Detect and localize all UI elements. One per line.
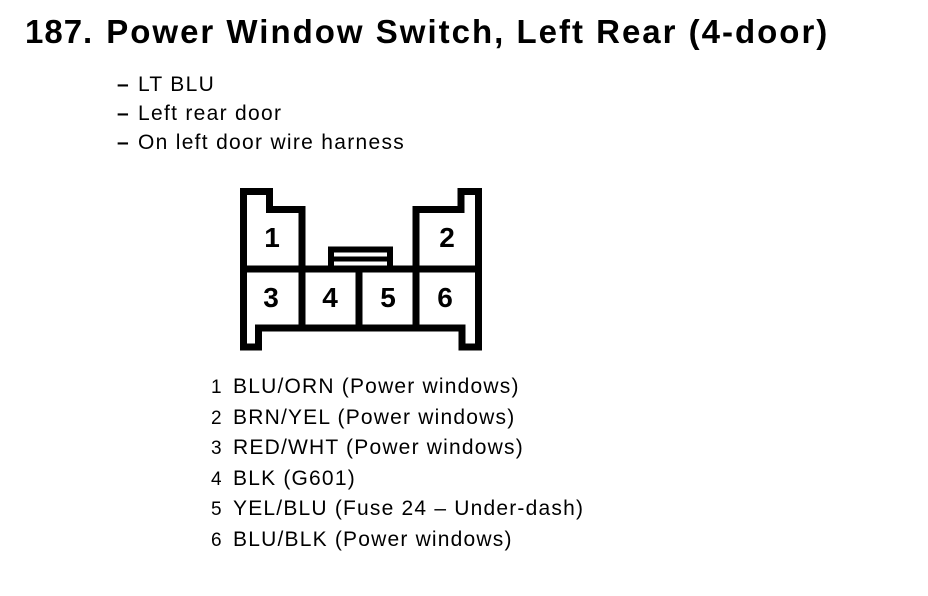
- legend-pin-desc: RED/WHT (Power windows): [233, 436, 524, 460]
- legend-row: 4 BLK (G601): [211, 464, 584, 495]
- legend-pin-desc: BLU/BLK (Power windows): [233, 527, 513, 551]
- note-text: LT BLU: [137, 73, 216, 96]
- legend-row: 6 BLU/BLK (Power windows): [211, 525, 584, 556]
- dash-bullet: –: [117, 131, 130, 154]
- legend-pin-desc: BLK (G601): [233, 466, 356, 490]
- notes-list: – LT BLU – Left rear door – On left door…: [117, 70, 405, 157]
- legend-row: 1 BLU/ORN (Power windows): [211, 372, 584, 403]
- pin-number: 2: [439, 222, 455, 253]
- legend-pin-desc: YEL/BLU (Fuse 24 – Under-dash): [233, 497, 585, 521]
- legend-pin-number: 4: [211, 468, 222, 490]
- item-number: 187.: [25, 13, 94, 50]
- legend-row: 3 RED/WHT (Power windows): [211, 433, 584, 464]
- connector-outline: [240, 188, 482, 351]
- legend-pin-desc: BRN/YEL (Power windows): [233, 405, 516, 429]
- pin-number: 1: [264, 222, 280, 253]
- note-text: Left rear door: [137, 102, 283, 125]
- legend-pin-number: 6: [211, 529, 222, 551]
- connector-key: [328, 246, 393, 272]
- page-title: Power Window Switch, Left Rear (4-door): [106, 13, 830, 50]
- dash-bullet: –: [117, 102, 130, 125]
- pin-number: 3: [263, 282, 279, 313]
- note-item: – LT BLU: [117, 70, 405, 99]
- legend-pin-number: 5: [211, 499, 222, 521]
- page-header: 187. Power Window Switch, Left Rear (4-d…: [25, 13, 830, 50]
- pin-number: 4: [322, 282, 338, 313]
- legend-row: 2 BRN/YEL (Power windows): [211, 403, 584, 434]
- legend-pin-desc: BLU/ORN (Power windows): [233, 375, 520, 398]
- legend-pin-number: 1: [211, 377, 222, 398]
- note-text: On left door wire harness: [137, 131, 406, 154]
- dash-bullet: –: [117, 73, 130, 96]
- legend-pin-number: 3: [211, 438, 222, 460]
- legend-row: 5 YEL/BLU (Fuse 24 – Under-dash): [211, 494, 584, 525]
- pin-number: 5: [380, 282, 396, 313]
- note-item: – On left door wire harness: [117, 128, 405, 157]
- pin-number: 6: [437, 282, 453, 313]
- pin-legend: 1 BLU/ORN (Power windows) 2 BRN/YEL (Pow…: [211, 372, 584, 556]
- note-item: – Left rear door: [117, 99, 405, 128]
- legend-pin-number: 2: [211, 407, 222, 429]
